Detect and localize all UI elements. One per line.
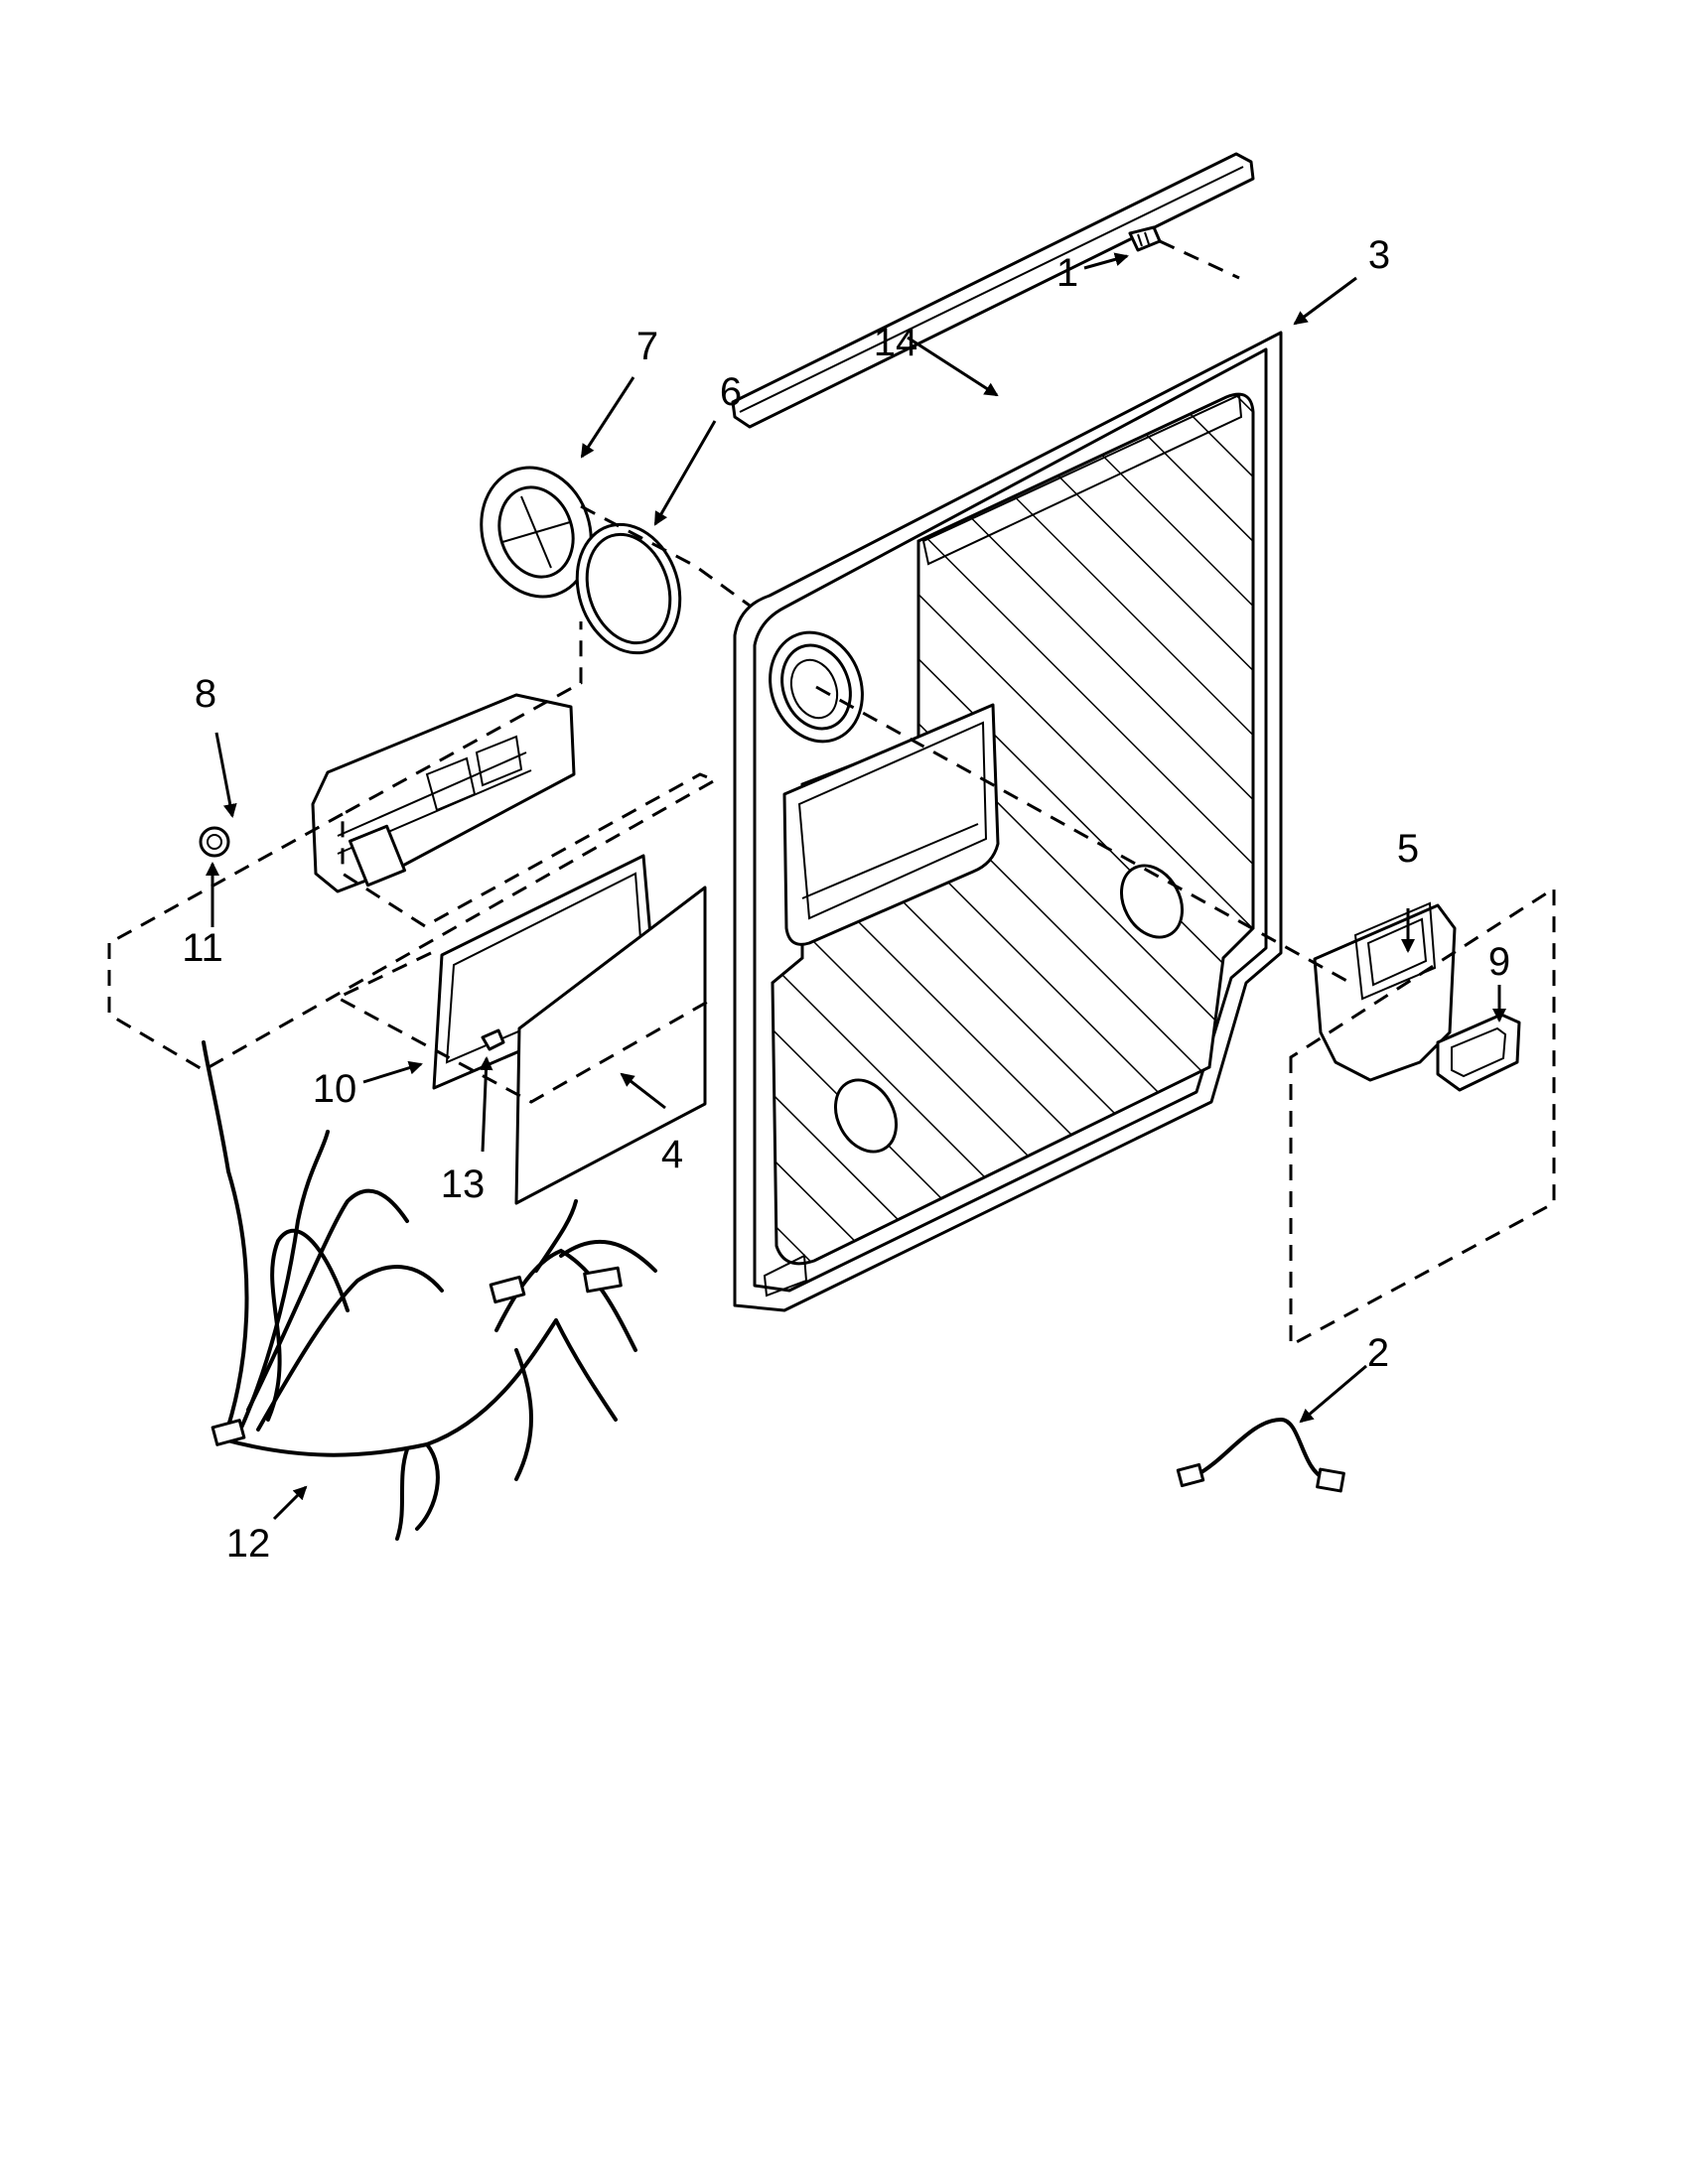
power-cord-part: [1176, 1417, 1345, 1493]
callout-9: 9: [1488, 940, 1510, 984]
alignment-lines: [580, 239, 1351, 985]
callout-11: 11: [182, 926, 223, 970]
callout-4: 4: [661, 1133, 683, 1176]
vent-cap-part: [480, 466, 593, 599]
control-panel-board-part: [514, 886, 707, 1205]
small-screw-part: [481, 1028, 505, 1051]
door-top-trim: [731, 152, 1255, 429]
callout-12: 12: [226, 1522, 271, 1566]
callout-2: 2: [1367, 1331, 1389, 1375]
assembly-boundary-right: [1289, 886, 1556, 1348]
screw-part: [1128, 225, 1162, 252]
callout-5: 5: [1397, 827, 1419, 871]
assembly-boundary-left: [107, 621, 719, 1104]
knob-part: [199, 826, 230, 858]
callout-6: 6: [720, 370, 742, 414]
callout-3: 3: [1368, 233, 1390, 277]
callout-14: 14: [874, 321, 918, 364]
callout-1: 1: [1056, 251, 1078, 295]
inner-door-panel: [733, 331, 1283, 1312]
callout-10: 10: [313, 1067, 357, 1111]
control-module-part: [311, 693, 576, 893]
vent-gasket-part: [575, 522, 682, 655]
leader-arrows: [206, 252, 1506, 1521]
callout-7: 7: [636, 325, 658, 368]
wire-harness-part: [202, 1040, 657, 1541]
callout-8: 8: [195, 672, 216, 716]
housing-gasket-part: [1436, 1013, 1521, 1092]
callout-13: 13: [441, 1162, 486, 1206]
vent-housing-part: [1313, 901, 1457, 1082]
